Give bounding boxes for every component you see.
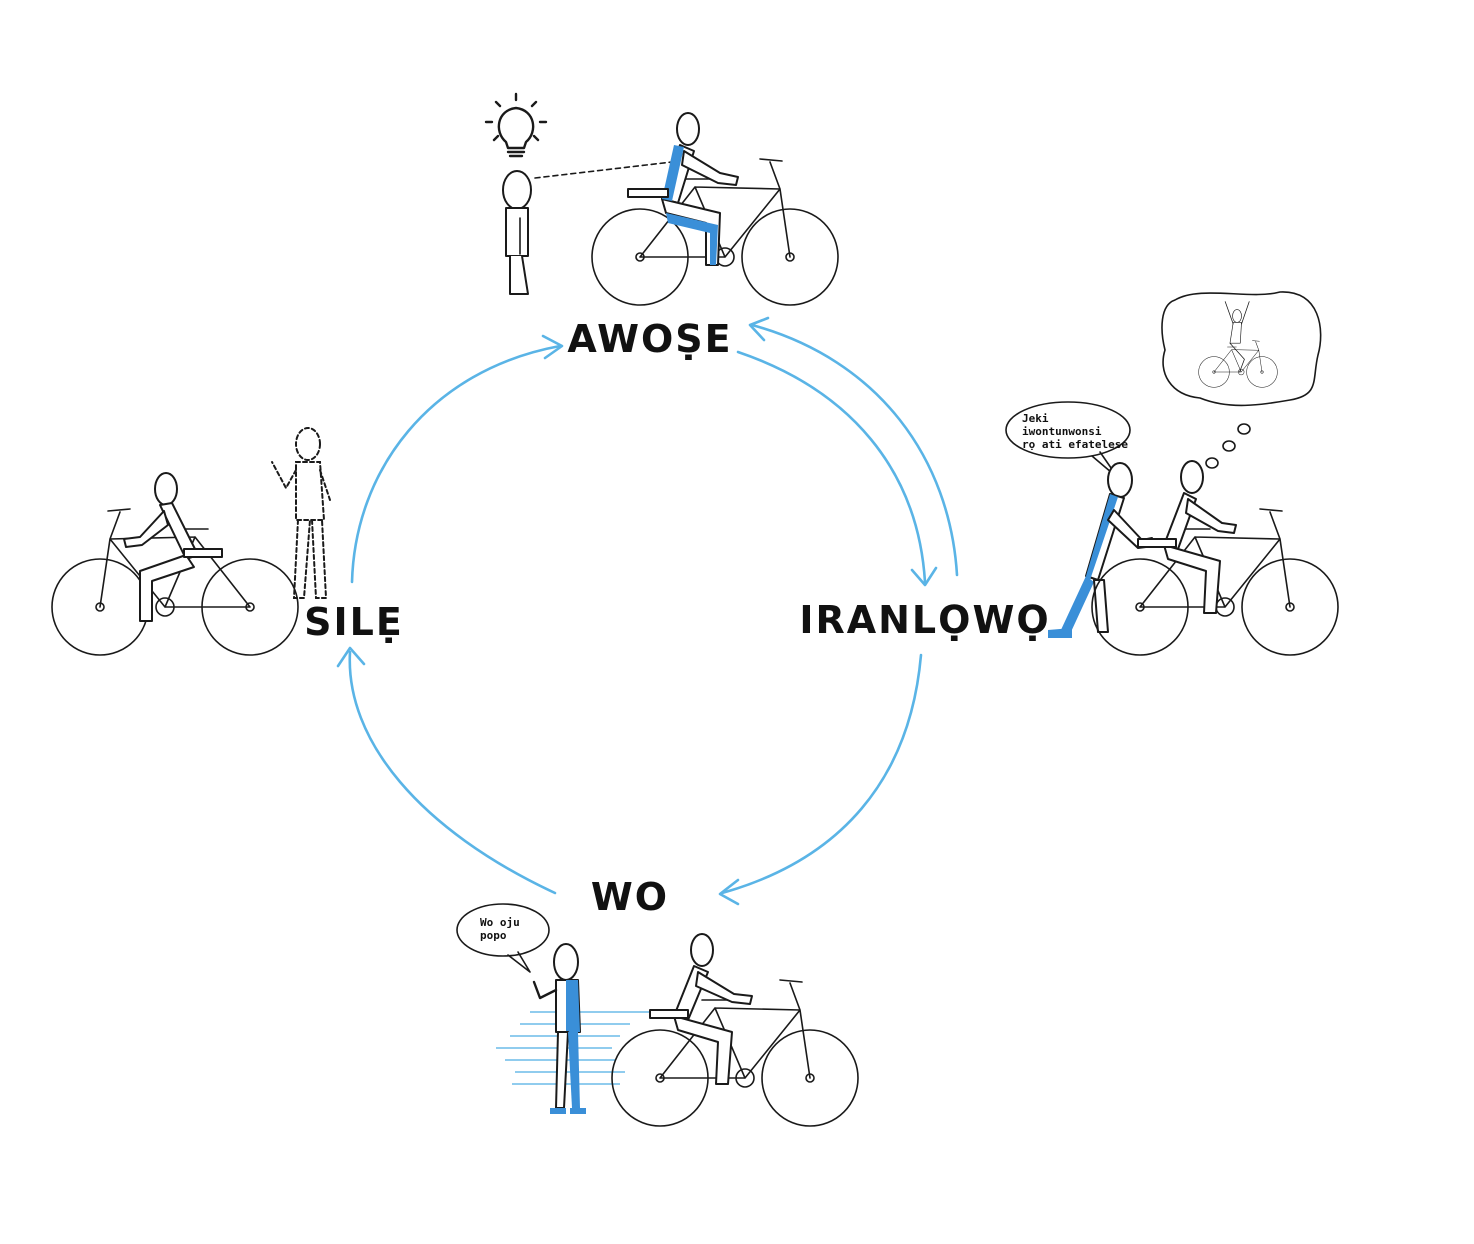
speech-bubble-icon: Jeki iwontunwonsi rọ ati efatelese [1005, 401, 1131, 479]
bicycle-icon [1091, 460, 1339, 656]
bubble-right-line1: Jeki [1022, 412, 1049, 425]
person-icon [532, 943, 586, 1114]
bubble-right-line3: rọ ati efatelese [1022, 438, 1128, 451]
stage-label-bottom: WO [591, 875, 669, 919]
stage-label-right: IRANLỌWỌ [799, 598, 1050, 642]
bicycle-icon [611, 933, 859, 1127]
stage-label-left: SILẸ [304, 600, 404, 644]
stage-label-top: AWOṢE [567, 317, 732, 361]
scene-top [484, 92, 839, 306]
person-icon [502, 170, 532, 295]
bicycle-icon [51, 472, 299, 656]
bubble-bottom-line2: popo [480, 929, 507, 942]
bicycle-icon [591, 112, 839, 306]
scene-right: Jeki iwontunwonsi rọ ati efatelese [1005, 291, 1339, 656]
lightbulb-icon [484, 92, 548, 158]
speech-bubble-icon: Wo oju popo [456, 903, 550, 973]
bubble-right-line2: iwontunwonsi [1022, 425, 1102, 438]
person-icon [271, 427, 331, 599]
scene-bottom: Wo oju popo [456, 903, 859, 1127]
thought-bubble-icon [1161, 291, 1322, 469]
person-icon [1048, 462, 1155, 638]
scene-left [51, 427, 331, 656]
cycle-arrow-icon [336, 316, 959, 906]
bubble-bottom-line1: Wo oju [480, 916, 520, 929]
